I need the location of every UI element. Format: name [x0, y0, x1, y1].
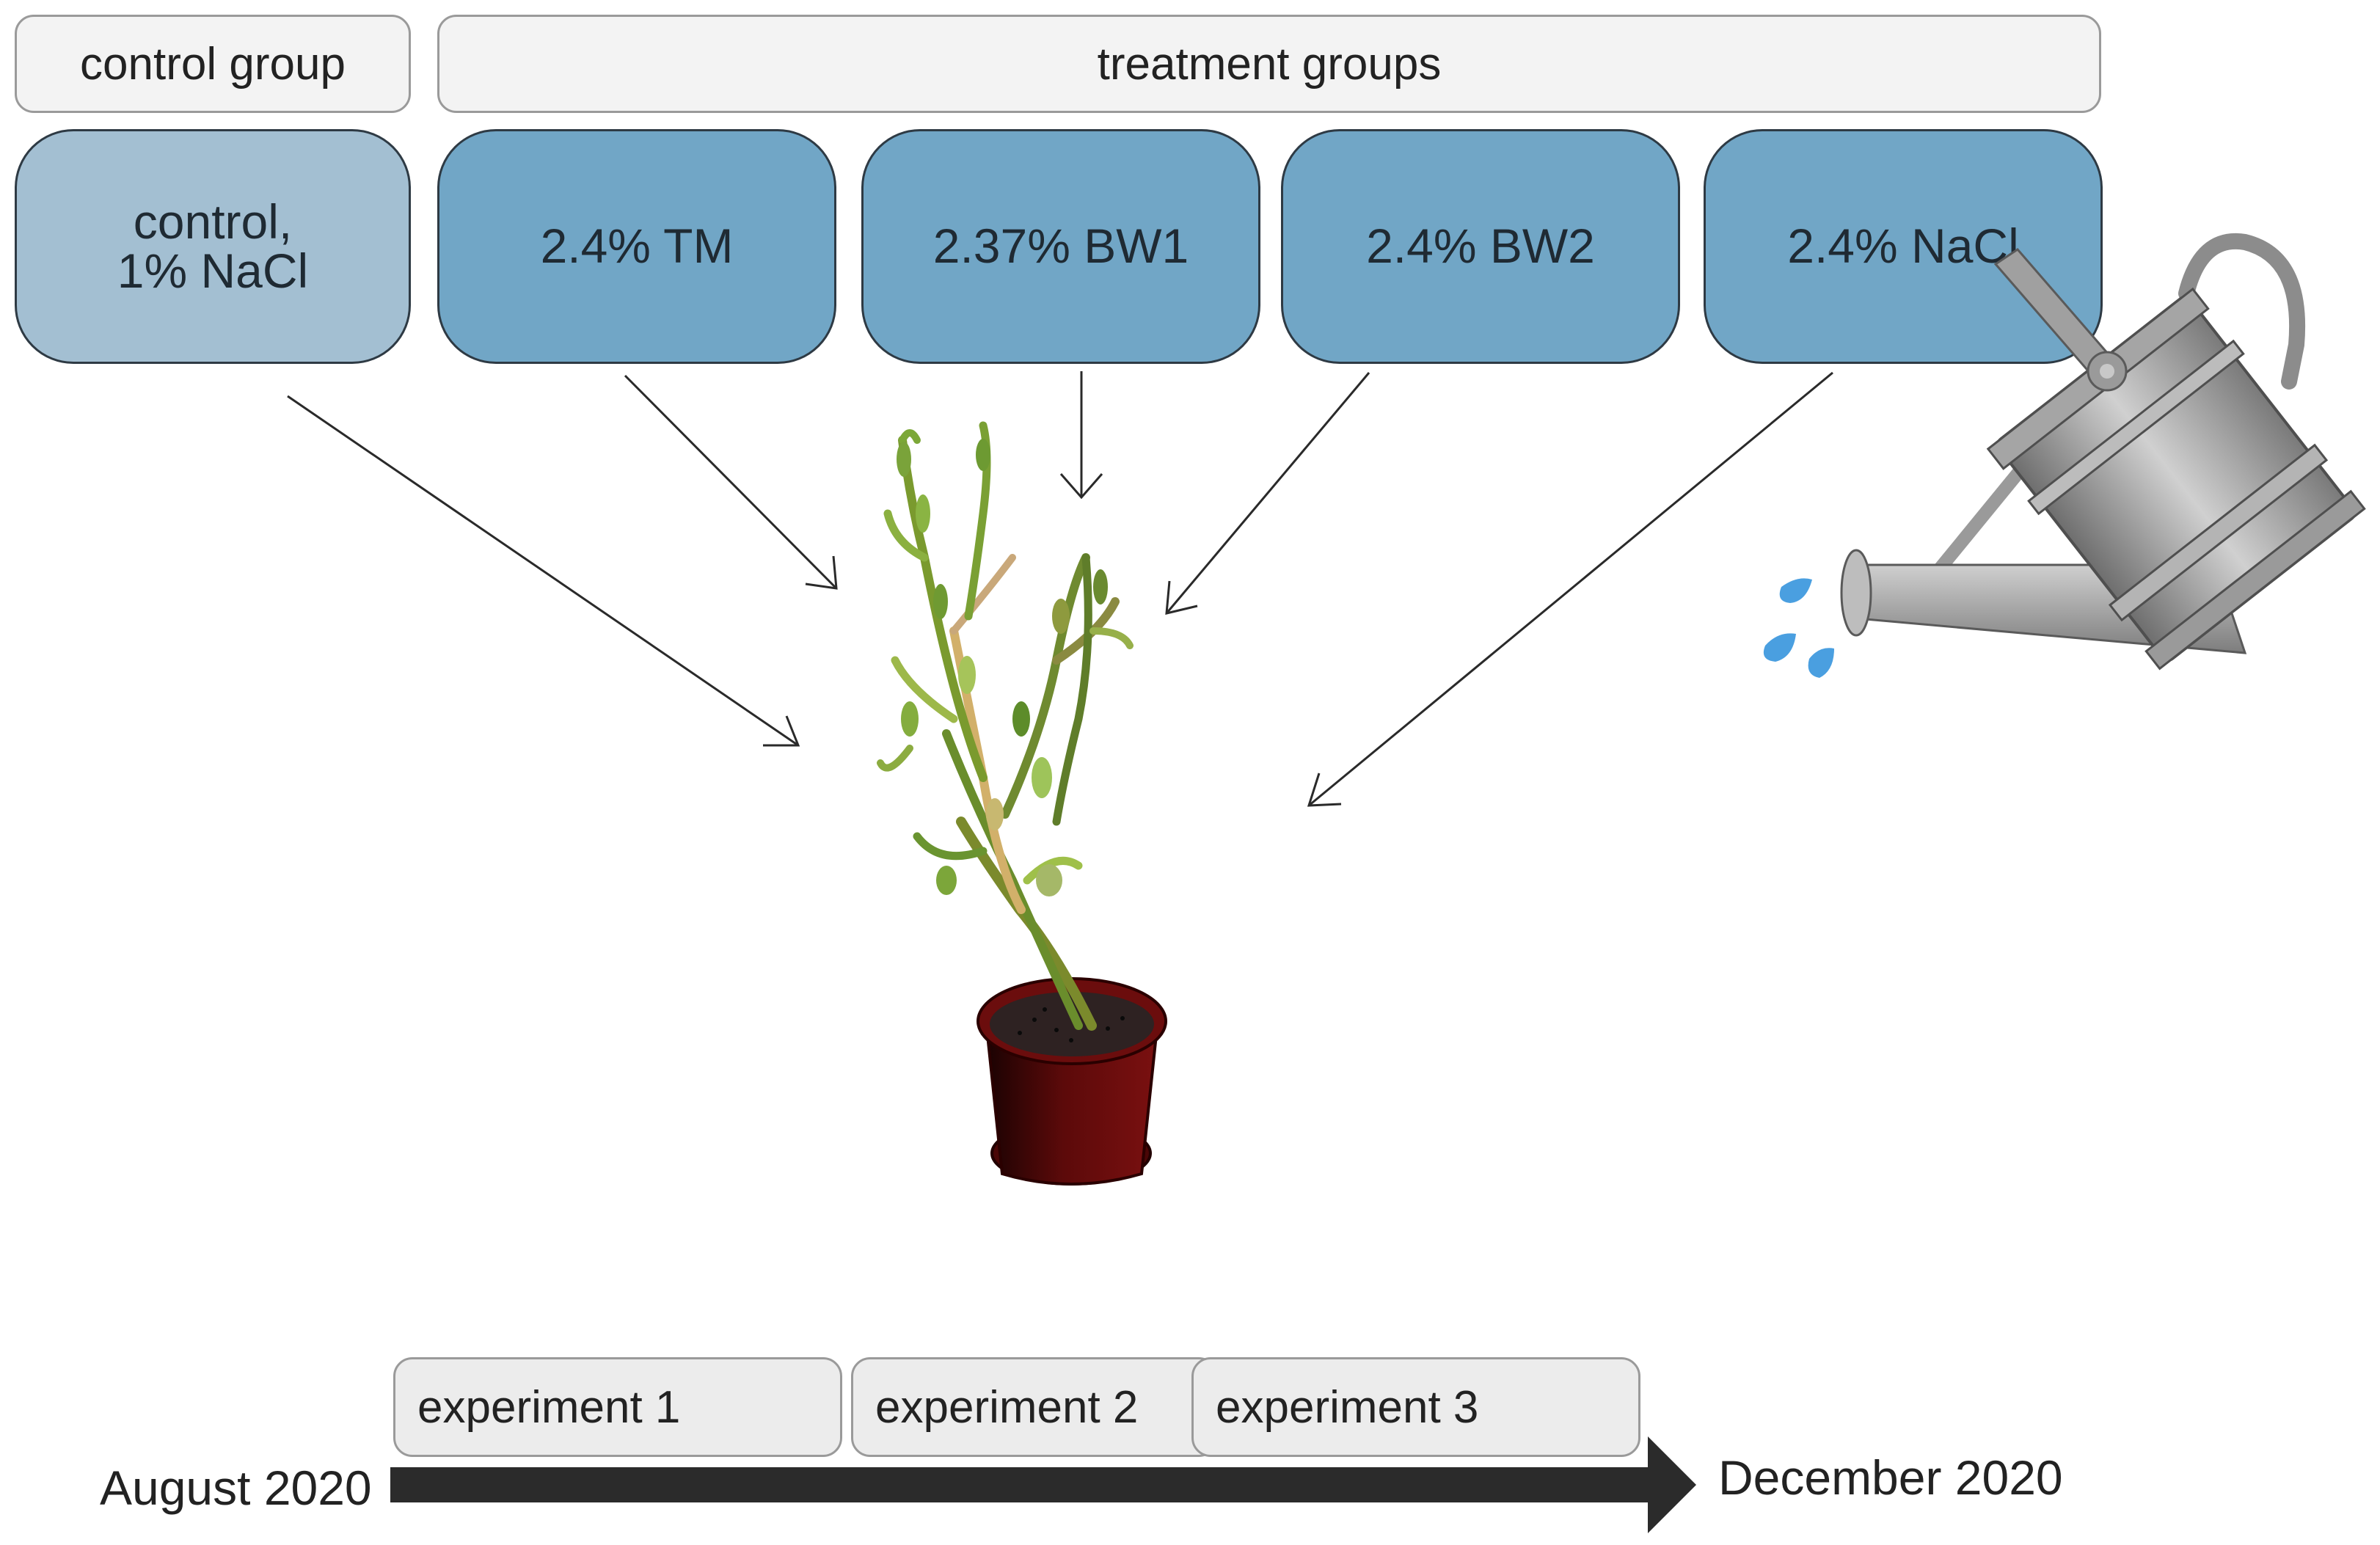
group-box-bw1: 2.37% BW1: [861, 129, 1260, 364]
experiment-1-box: experiment 1: [393, 1357, 842, 1457]
group-box-bw2-label: 2.4% BW2: [1366, 219, 1595, 274]
group-box-control-line1: control,: [133, 194, 293, 249]
water-drop-icon: [1763, 633, 1796, 662]
experiment-3-box: experiment 3: [1191, 1357, 1640, 1457]
arrow-control-to-plant: [287, 395, 800, 747]
control-group-header: control group: [15, 15, 411, 113]
water-drop-icon: [1808, 648, 1834, 678]
group-box-bw1-label: 2.37% BW1: [932, 219, 1189, 274]
experiment-3-label: experiment 3: [1216, 1381, 1479, 1433]
plant-in-pot-illustration: [877, 421, 1167, 1186]
treatment-groups-header: treatment groups: [437, 15, 2101, 113]
control-group-header-label: control group: [80, 38, 346, 90]
arrow-nacl-to-plant: [1307, 371, 1833, 807]
timeline-arrow: [390, 1436, 1696, 1533]
group-box-nacl-label: 2.4% NaCl: [1787, 219, 2019, 274]
group-box-nacl: 2.4% NaCl: [1704, 129, 2103, 364]
arrow-bw1-to-plant: [1059, 371, 1103, 500]
experiment-1-label: experiment 1: [417, 1381, 681, 1433]
connector-arrows: [287, 371, 1833, 807]
group-box-bw2: 2.4% BW2: [1281, 129, 1680, 364]
arrow-bw2-to-plant: [1165, 372, 1370, 615]
timeline-start-label: August 2020: [100, 1461, 372, 1515]
group-box-tm-label: 2.4% TM: [540, 219, 734, 274]
group-box-control: control, 1% NaCl: [15, 129, 411, 364]
experiment-2-label: experiment 2: [875, 1381, 1139, 1433]
water-drop-icon: [1779, 578, 1812, 603]
treatment-groups-header-label: treatment groups: [1097, 38, 1442, 90]
water-drops: [1763, 578, 1834, 678]
group-box-control-line2: 1% NaCl: [117, 244, 309, 298]
timeline-end-label: December 2020: [1718, 1450, 2063, 1505]
watering-can-icon: [1840, 233, 2366, 671]
arrow-tm-to-plant: [624, 374, 838, 590]
experiment-2-box: experiment 2: [851, 1357, 1218, 1457]
group-box-tm: 2.4% TM: [437, 129, 836, 364]
